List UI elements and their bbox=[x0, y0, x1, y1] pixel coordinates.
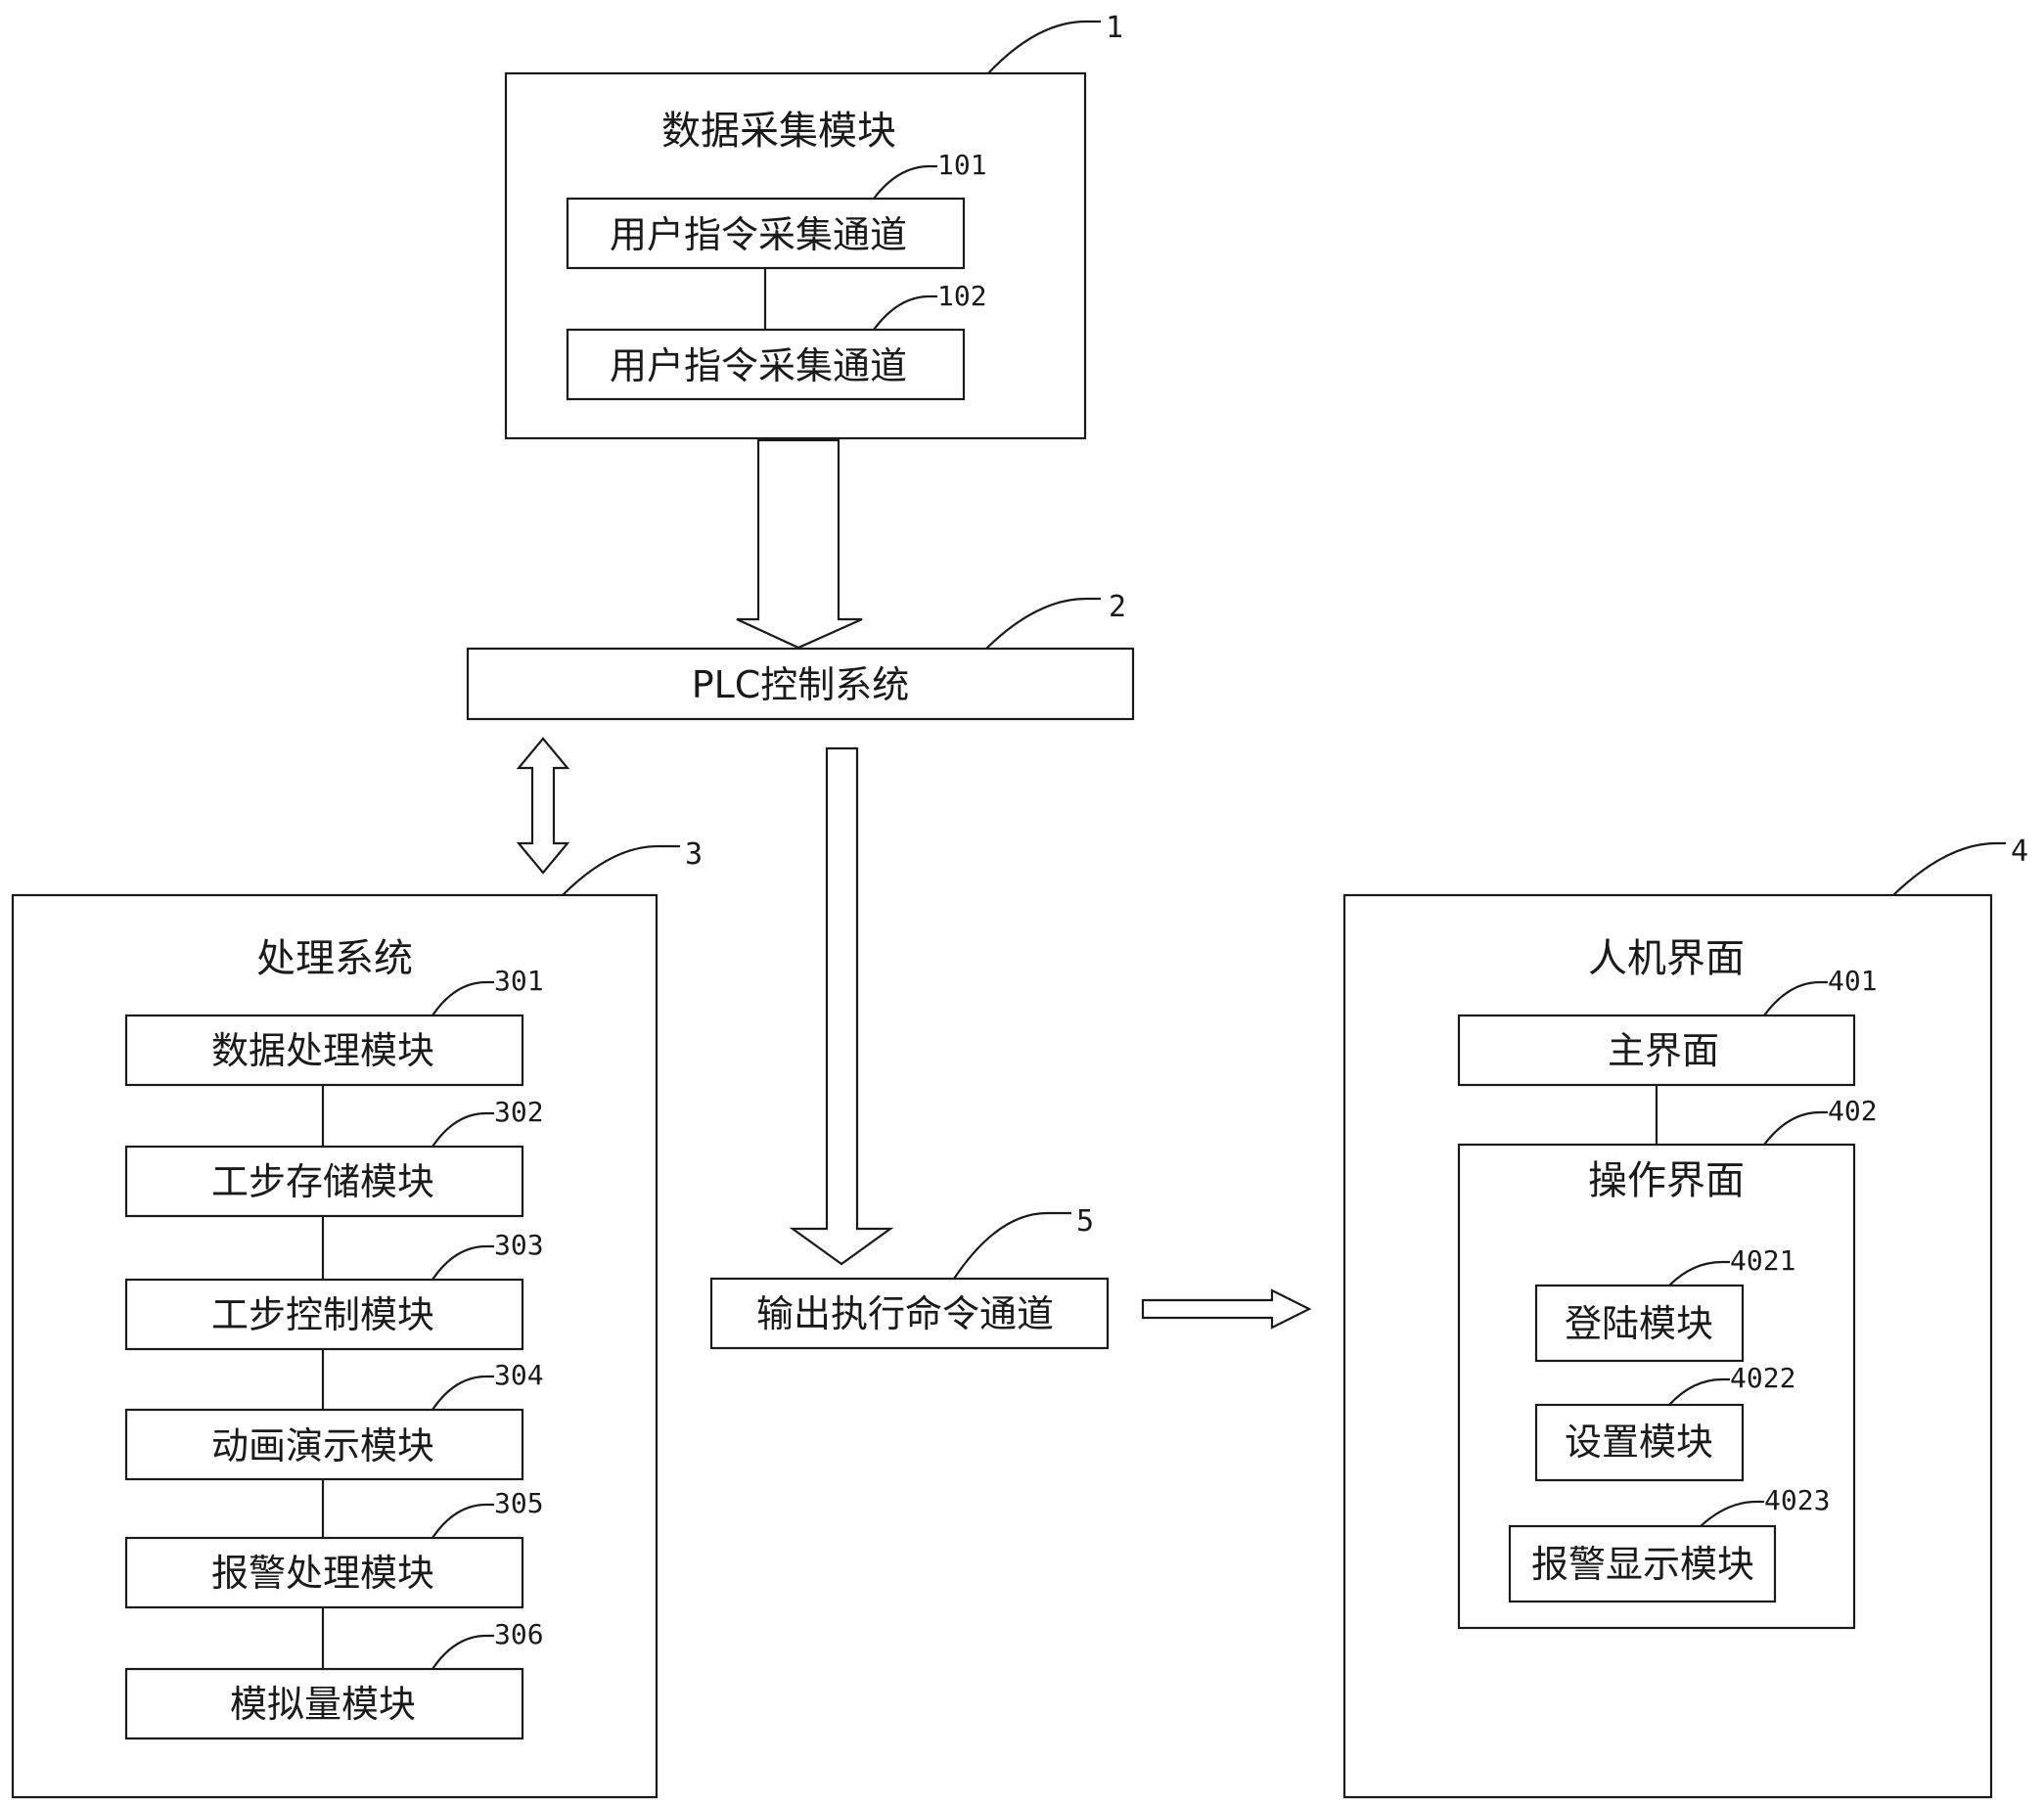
leader-line-401 bbox=[1763, 980, 1828, 1016]
analog-module-label: 模拟量模块 bbox=[230, 1683, 416, 1726]
leader-line-101 bbox=[873, 164, 937, 200]
ref-number-402: 402 bbox=[1828, 1095, 1878, 1127]
hmi-title: 人机界面 bbox=[1588, 936, 1745, 981]
leader-line-4021 bbox=[1668, 1260, 1730, 1286]
ref-number-306: 306 bbox=[494, 1618, 544, 1650]
animation-demo-module bbox=[124, 1408, 524, 1481]
step-storage-module bbox=[124, 1145, 524, 1218]
leader-line-2 bbox=[985, 597, 1101, 650]
human-machine-interface: 人机界面 4 主界面 401 操作界面 402 登陆模块 4021 设置模块 4… bbox=[1342, 835, 2028, 1799]
plc-control-label: PLC控制系统 bbox=[692, 663, 910, 706]
data-acquisition-title: 数据采集模块 bbox=[661, 109, 896, 154]
ref-number-3: 3 bbox=[685, 837, 703, 872]
ref-number-301: 301 bbox=[494, 965, 544, 997]
ref-number-304: 304 bbox=[494, 1359, 544, 1391]
arrow-plc-processing-bidirectional bbox=[516, 737, 570, 875]
ref-number-102: 102 bbox=[937, 280, 987, 312]
leader-line-3 bbox=[562, 844, 680, 896]
ref-number-101: 101 bbox=[937, 149, 987, 181]
arrow-plc-to-output bbox=[789, 746, 894, 1266]
user-command-channel-102-label: 用户指令采集通道 bbox=[610, 344, 907, 387]
login-module-label: 登陆模块 bbox=[1565, 1302, 1713, 1345]
output-command-box bbox=[709, 1277, 1110, 1350]
ref-number-4023: 4023 bbox=[1764, 1484, 1830, 1516]
alarm-display-module-box bbox=[1508, 1524, 1777, 1603]
data-acquisition-module: 数据采集模块 1 用户指令采集通道 101 用户指令采集通道 102 bbox=[504, 11, 1123, 440]
output-command-label: 输出执行命令通道 bbox=[756, 1292, 1054, 1335]
alarm-processing-module bbox=[124, 1536, 524, 1609]
leader-line-305 bbox=[432, 1503, 494, 1539]
ref-number-5: 5 bbox=[1076, 1204, 1094, 1239]
ref-number-4021: 4021 bbox=[1730, 1244, 1795, 1277]
leader-line-303 bbox=[432, 1244, 494, 1281]
leader-line-5 bbox=[953, 1211, 1071, 1280]
user-command-channel-101-label: 用户指令采集通道 bbox=[610, 213, 907, 256]
ref-number-4: 4 bbox=[2011, 835, 2028, 869]
settings-module-label: 设置模块 bbox=[1565, 1421, 1713, 1464]
processing-system-title: 处理系统 bbox=[256, 936, 413, 981]
data-processing-module-label: 数据处理模块 bbox=[211, 1029, 434, 1072]
alarm-display-module-label: 报警显示模块 bbox=[1531, 1543, 1754, 1586]
output-command-channel: 输出执行命令通道 5 bbox=[709, 1204, 1110, 1350]
ref-number-2: 2 bbox=[1109, 590, 1126, 624]
step-storage-module-label: 工步存储模块 bbox=[211, 1160, 434, 1203]
ref-number-4022: 4022 bbox=[1730, 1362, 1795, 1394]
leader-line-402 bbox=[1763, 1110, 1828, 1146]
leader-line-4 bbox=[1892, 841, 2006, 896]
processing-system: 处理系统 3 数据处理模块 301 工步存储模块 302 工步控制模块 303 … bbox=[11, 837, 703, 1799]
step-control-module-label: 工步控制模块 bbox=[211, 1293, 434, 1336]
leader-line-4023 bbox=[1700, 1500, 1764, 1527]
leader-line-301 bbox=[432, 980, 494, 1016]
alarm-processing-module-label: 报警处理模块 bbox=[211, 1552, 434, 1595]
user-command-channel-102 bbox=[566, 328, 966, 401]
plc-control-system: PLC控制系统 2 bbox=[466, 590, 1135, 721]
animation-demo-module-label: 动画演示模块 bbox=[211, 1424, 434, 1467]
ref-number-305: 305 bbox=[494, 1487, 544, 1519]
settings-module-box bbox=[1534, 1403, 1745, 1482]
ref-number-303: 303 bbox=[494, 1229, 544, 1261]
ref-number-302: 302 bbox=[494, 1096, 544, 1128]
step-control-module bbox=[124, 1278, 524, 1351]
user-command-channel-101 bbox=[566, 197, 966, 270]
arrow-acquisition-to-plc bbox=[736, 438, 863, 650]
leader-line-4022 bbox=[1668, 1377, 1730, 1406]
data-processing-module bbox=[124, 1014, 524, 1087]
arrow-output-to-hmi bbox=[1141, 1288, 1312, 1330]
ref-number-1: 1 bbox=[1106, 11, 1123, 45]
leader-line-306 bbox=[432, 1634, 494, 1670]
leader-line-1 bbox=[987, 20, 1101, 74]
leader-line-304 bbox=[432, 1375, 494, 1411]
leader-line-302 bbox=[432, 1111, 494, 1148]
plc-control-box bbox=[466, 647, 1135, 721]
main-interface-label: 主界面 bbox=[1608, 1029, 1719, 1072]
main-interface-box bbox=[1457, 1014, 1856, 1087]
ref-number-401: 401 bbox=[1828, 965, 1878, 997]
analog-module bbox=[124, 1667, 524, 1740]
operation-interface-title: 操作界面 bbox=[1588, 1158, 1745, 1203]
leader-line-102 bbox=[873, 294, 937, 331]
login-module-box bbox=[1534, 1284, 1745, 1363]
